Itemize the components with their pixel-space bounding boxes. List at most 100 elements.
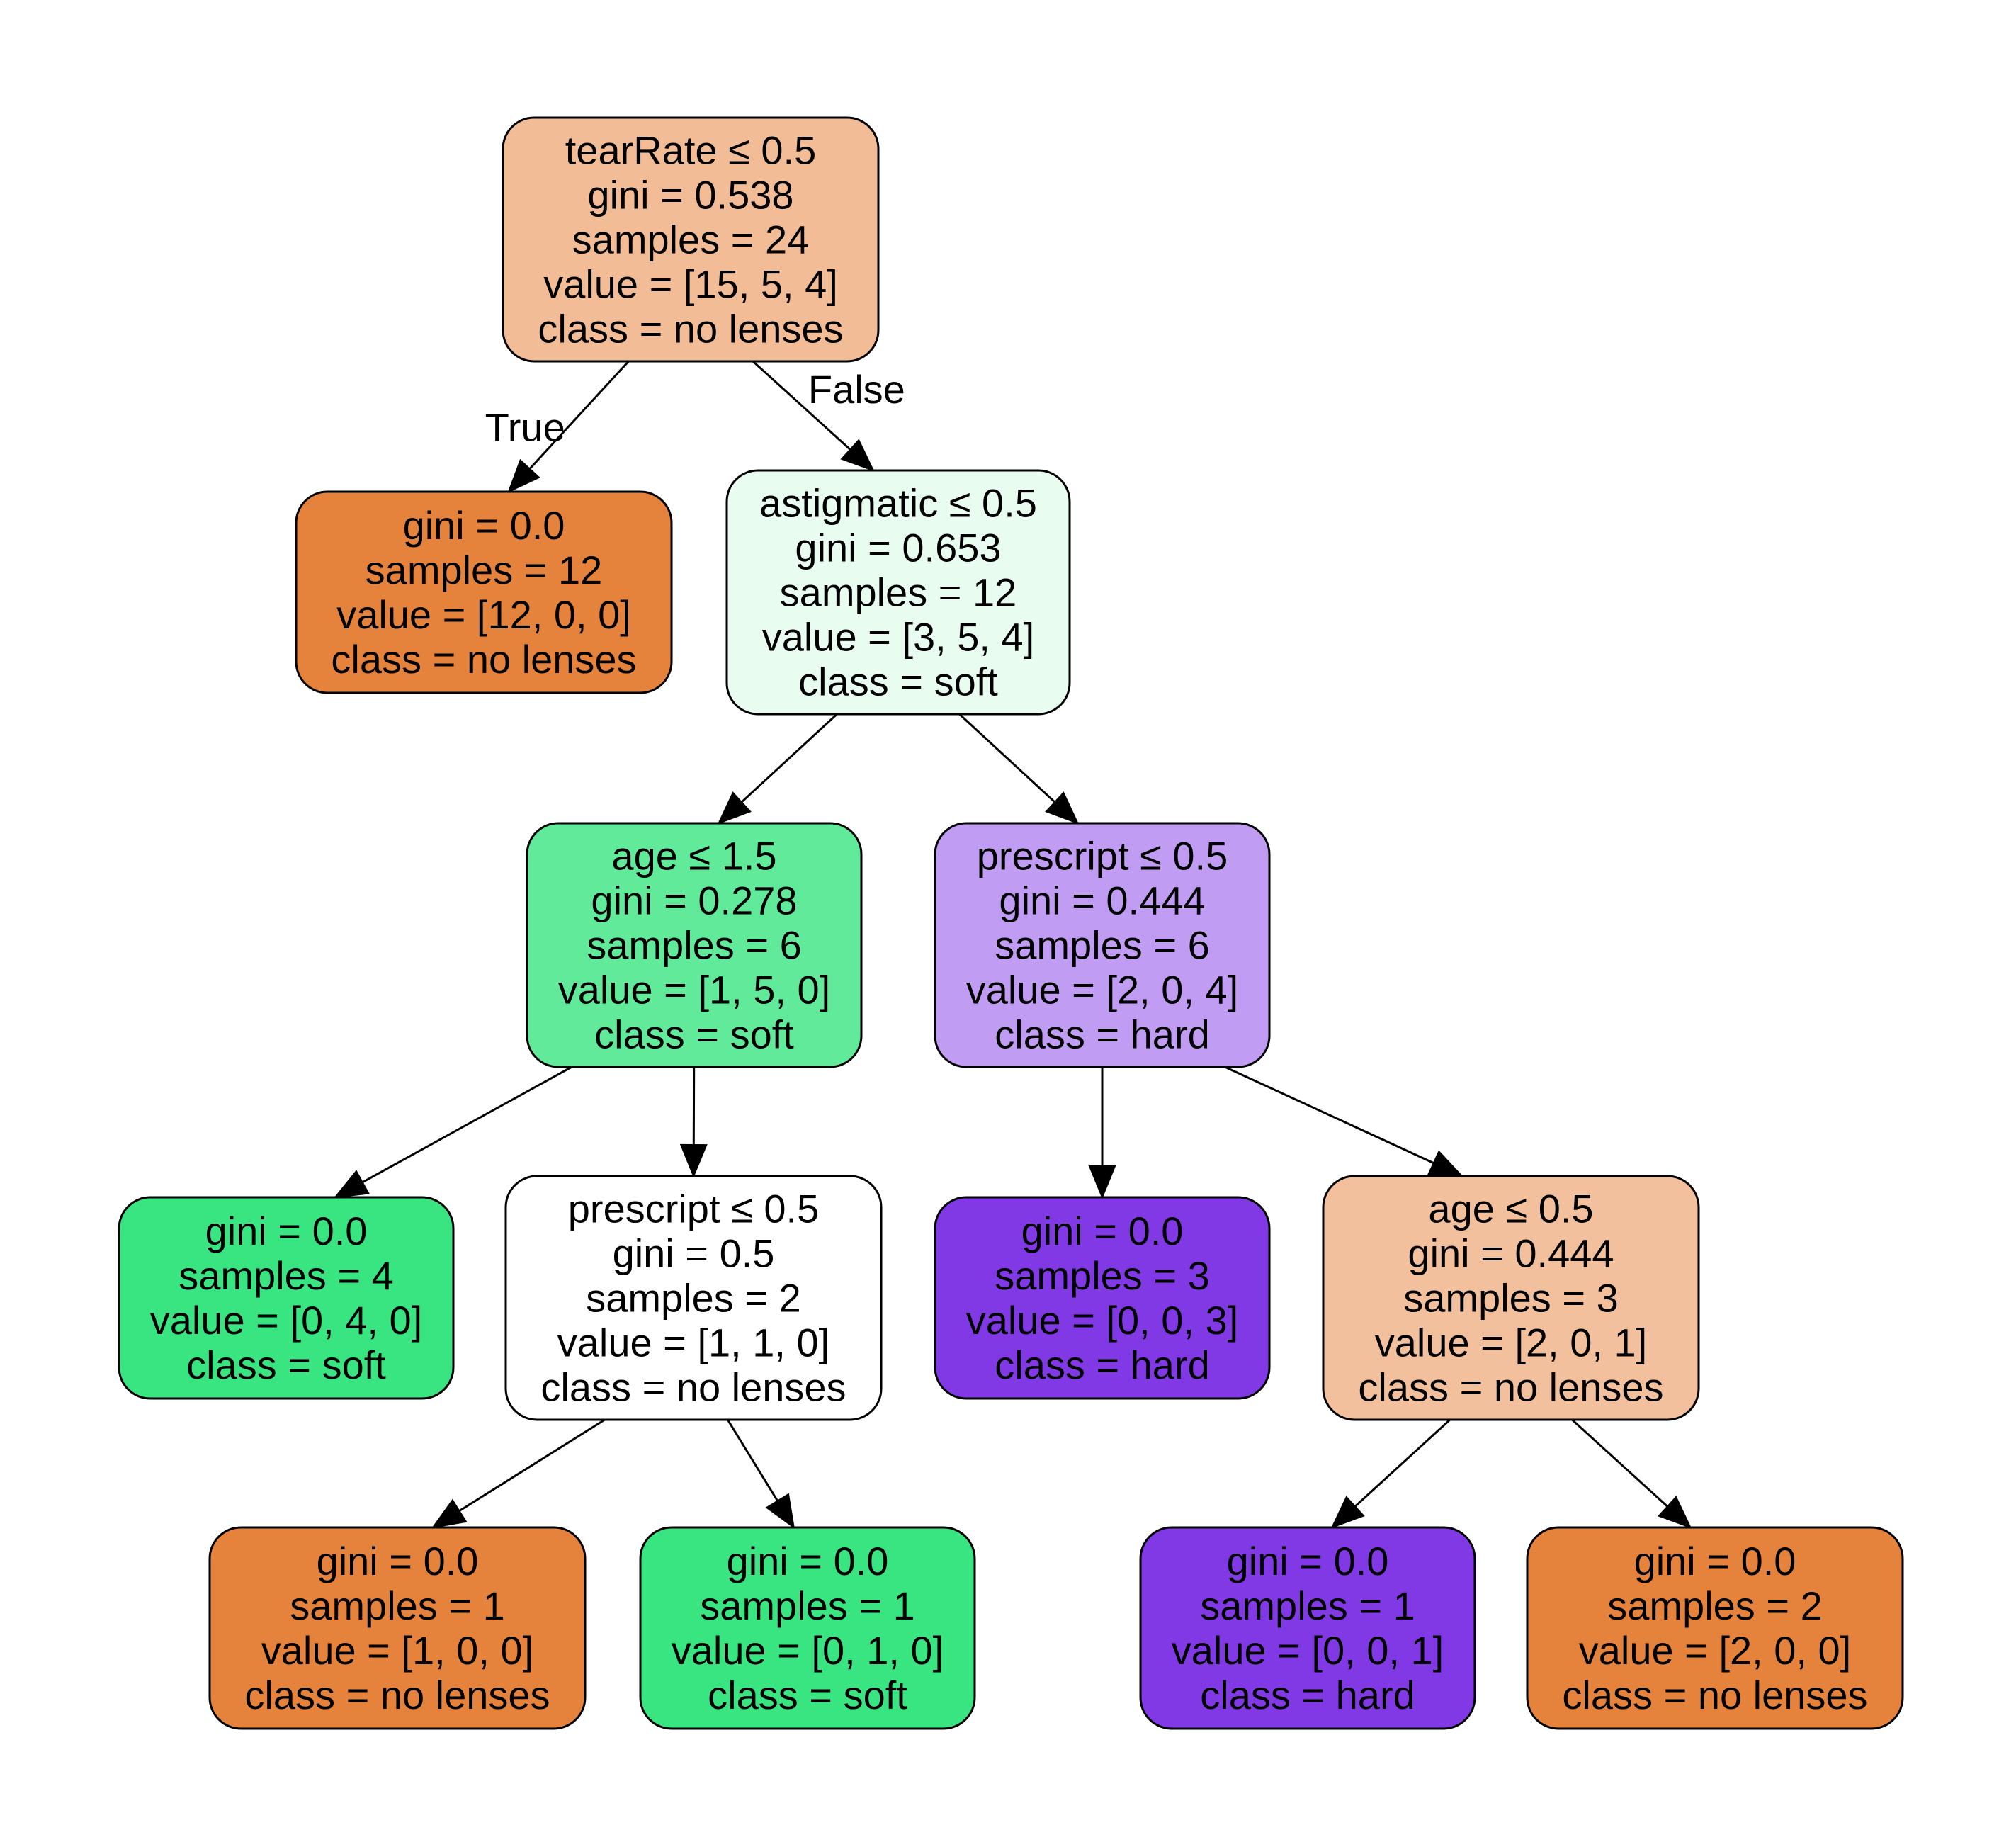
node-text-line: value = [1, 5, 0] xyxy=(558,968,830,1012)
node-text-line: class = hard xyxy=(995,1343,1210,1387)
tree-edge-n6-n9 xyxy=(431,1418,606,1529)
edge-line xyxy=(1571,1418,1668,1508)
tree-edge-n2-n4 xyxy=(958,713,1080,825)
node-text-line: value = [3, 5, 4] xyxy=(762,615,1034,660)
edge-label-true: True xyxy=(485,405,565,449)
edge-line xyxy=(458,1418,606,1512)
node-box xyxy=(118,1196,455,1400)
node-text-line: class = soft xyxy=(708,1673,907,1717)
node-text-line: samples = 1 xyxy=(700,1583,915,1628)
tree-edge-n6-n10 xyxy=(727,1419,795,1530)
node-box xyxy=(934,822,1271,1068)
node-text-line: prescript ≤ 0.5 xyxy=(977,834,1228,878)
node-text-line: value = [15, 5, 4] xyxy=(543,262,838,307)
edges-layer: True False xyxy=(333,360,1692,1530)
edge-line xyxy=(528,360,630,470)
node-text-line: samples = 4 xyxy=(179,1253,394,1298)
arrow-head-icon xyxy=(1427,1150,1464,1177)
tree-edge-n3-n6 xyxy=(679,1066,708,1178)
arrow-head-icon xyxy=(717,791,752,825)
edge-line xyxy=(740,713,838,803)
arrow-head-icon xyxy=(1330,1496,1365,1529)
arrow-head-icon xyxy=(507,458,540,493)
tree-edge-n8-n12 xyxy=(1571,1418,1692,1529)
tree-edge-n8-n11 xyxy=(1330,1418,1451,1529)
node-text-line: gini = 0.278 xyxy=(591,878,797,923)
node-text-line: age ≤ 0.5 xyxy=(1428,1187,1593,1231)
node-text-line: samples = 2 xyxy=(586,1276,801,1321)
node-text-line: samples = 12 xyxy=(780,570,1017,615)
node-text-line: value = [0, 0, 1] xyxy=(1172,1628,1444,1673)
edge-line xyxy=(1224,1066,1434,1164)
tree-edge-n0-n2: False xyxy=(752,360,905,472)
node-text-line: samples = 6 xyxy=(587,923,802,968)
edge-line xyxy=(958,713,1056,803)
node-text-line: class = no lenses xyxy=(1562,1673,1867,1717)
node-text-line: class = no lenses xyxy=(244,1673,550,1717)
node-text-line: class = no lenses xyxy=(540,1365,846,1410)
node-text-line: value = [0, 0, 3] xyxy=(966,1298,1238,1343)
node-text-line: gini = 0.538 xyxy=(587,173,793,217)
tree-edge-n3-n5 xyxy=(333,1066,572,1199)
edge-line xyxy=(361,1066,572,1184)
node-text-line: gini = 0.0 xyxy=(1227,1539,1389,1583)
edge-line xyxy=(727,1419,778,1502)
tree-edge-n2-n3 xyxy=(717,713,838,825)
node-text-line: class = no lenses xyxy=(538,307,843,351)
node-text-line: class = hard xyxy=(1200,1673,1415,1717)
node-text-line: gini = 0.444 xyxy=(1408,1231,1614,1276)
node-text-line: samples = 12 xyxy=(366,548,603,592)
node-text-line: class = soft xyxy=(594,1012,794,1057)
node-text-line: value = [2, 0, 4] xyxy=(966,968,1238,1012)
edge-label-false: False xyxy=(808,367,905,412)
node-box xyxy=(639,1526,976,1730)
node-text-line: astigmatic ≤ 0.5 xyxy=(759,481,1037,526)
node-text-line: gini = 0.5 xyxy=(613,1231,775,1276)
node-text-line: value = [0, 4, 0] xyxy=(150,1298,422,1343)
node-text-line: value = [0, 1, 0] xyxy=(672,1628,944,1673)
arrow-head-icon xyxy=(765,1493,795,1530)
node-text-line: value = [2, 0, 0] xyxy=(1579,1628,1851,1673)
node-text-line: gini = 0.444 xyxy=(999,878,1205,923)
node-text-line: tearRate ≤ 0.5 xyxy=(565,128,816,173)
node-box xyxy=(502,116,880,363)
node-box xyxy=(934,1196,1271,1400)
arrow-head-icon xyxy=(1045,791,1080,825)
node-text-line: gini = 0.0 xyxy=(727,1539,889,1583)
node-text-line: prescript ≤ 0.5 xyxy=(568,1187,819,1231)
arrow-head-icon xyxy=(333,1170,370,1199)
arrow-head-icon xyxy=(1658,1496,1692,1529)
arrow-head-icon xyxy=(840,439,875,472)
node-text-line: samples = 1 xyxy=(1200,1583,1415,1628)
node-text-line: gini = 0.653 xyxy=(795,526,1001,570)
node-text-line: gini = 0.0 xyxy=(317,1539,479,1583)
arrow-head-icon xyxy=(1088,1165,1116,1199)
node-text-line: class = no lenses xyxy=(1358,1365,1663,1410)
tree-edge-n0-n1: True xyxy=(485,360,630,493)
node-text-line: samples = 24 xyxy=(572,217,810,262)
node-box xyxy=(295,490,673,694)
node-box xyxy=(725,469,1071,716)
node-text-line: value = [2, 0, 1] xyxy=(1375,1321,1647,1365)
node-box xyxy=(1139,1526,1476,1730)
node-text-line: class = soft xyxy=(798,660,998,704)
node-text-line: class = no lenses xyxy=(331,637,636,682)
arrow-head-icon xyxy=(679,1143,708,1178)
node-text-line: value = [1, 1, 0] xyxy=(557,1321,829,1365)
arrow-head-icon xyxy=(431,1498,468,1529)
node-text-line: samples = 2 xyxy=(1607,1583,1823,1628)
